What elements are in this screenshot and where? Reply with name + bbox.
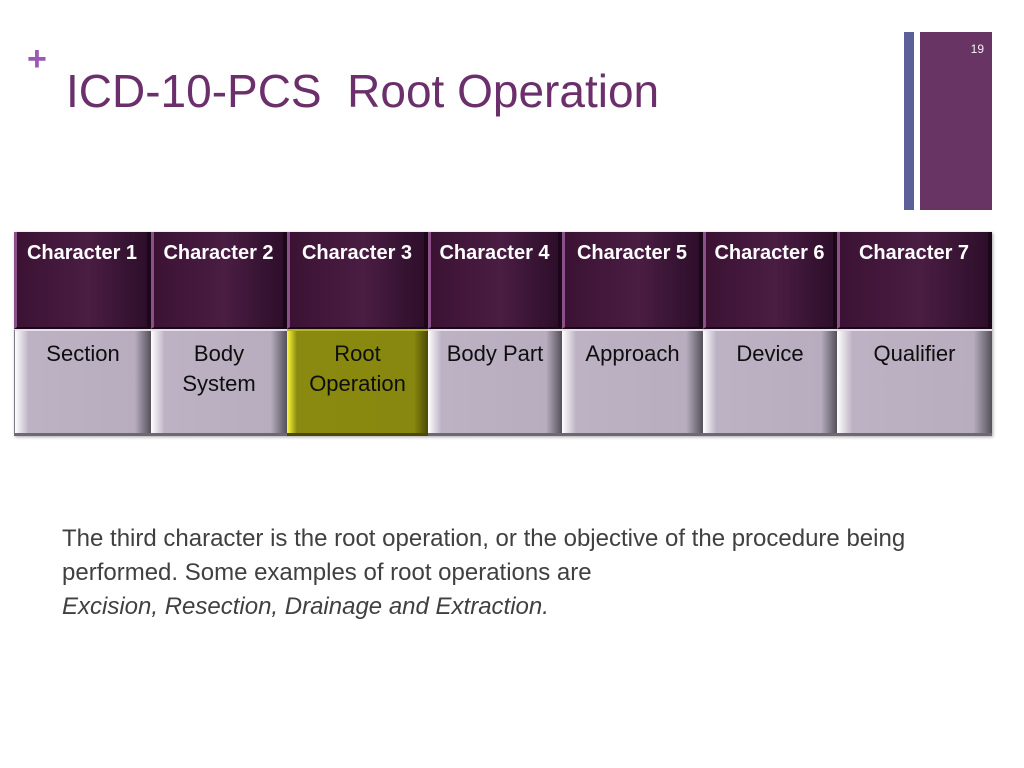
header-cell-character-6: Character 6: [703, 232, 837, 329]
root-operation-examples: Excision, Resection, Drainage and Extrac…: [62, 593, 549, 620]
body-cell-label: Body System: [182, 341, 256, 396]
body-cell-label: Qualifier: [873, 341, 956, 366]
body-cell-section: Section: [14, 329, 151, 436]
header-cell-label: Character 6: [714, 242, 825, 264]
header-cell-label: Character 2: [163, 242, 274, 264]
body-paragraph-text: The third character is the root operatio…: [62, 525, 906, 586]
header-cell-label: Character 3: [301, 242, 413, 264]
header-cell-label: Character 1: [26, 242, 138, 264]
header-cell-character-3: Character 3: [287, 232, 428, 329]
accent-bar-thick: [920, 32, 992, 210]
body-paragraph: The third character is the root operatio…: [62, 522, 942, 624]
character-table: Character 1 Character 2 Character 3 Char…: [14, 232, 992, 436]
header-cell-label: Character 4: [439, 242, 550, 264]
header-cell-label: Character 5: [576, 242, 688, 264]
body-cell-label: Body Part: [446, 341, 544, 366]
header-cell-character-2: Character 2: [151, 232, 287, 329]
slide-title: ICD-10-PCS Root Operation: [66, 65, 660, 117]
accent-bar-thin: [904, 32, 914, 210]
body-cell-root-operation: Root Operation: [287, 329, 428, 436]
body-cell-body-part: Body Part: [428, 329, 562, 436]
header-cell-label: Character 7: [858, 242, 970, 264]
header-cell-character-5: Character 5: [562, 232, 703, 329]
body-cell-label: Root Operation: [309, 341, 406, 396]
body-cell-label: Section: [46, 341, 120, 366]
plus-icon: +: [27, 40, 47, 78]
body-cell-device: Device: [703, 329, 837, 436]
body-cell-qualifier: Qualifier: [837, 329, 992, 436]
body-cell-label: Approach: [585, 341, 680, 366]
body-cell-label: Device: [736, 341, 804, 366]
slide-number: 19: [970, 42, 984, 56]
header-cell-character-1: Character 1: [14, 232, 151, 329]
body-cell-approach: Approach: [562, 329, 703, 436]
header-cell-character-7: Character 7: [837, 232, 992, 329]
body-cell-body-system: Body System: [151, 329, 287, 436]
header-cell-character-4: Character 4: [428, 232, 562, 329]
